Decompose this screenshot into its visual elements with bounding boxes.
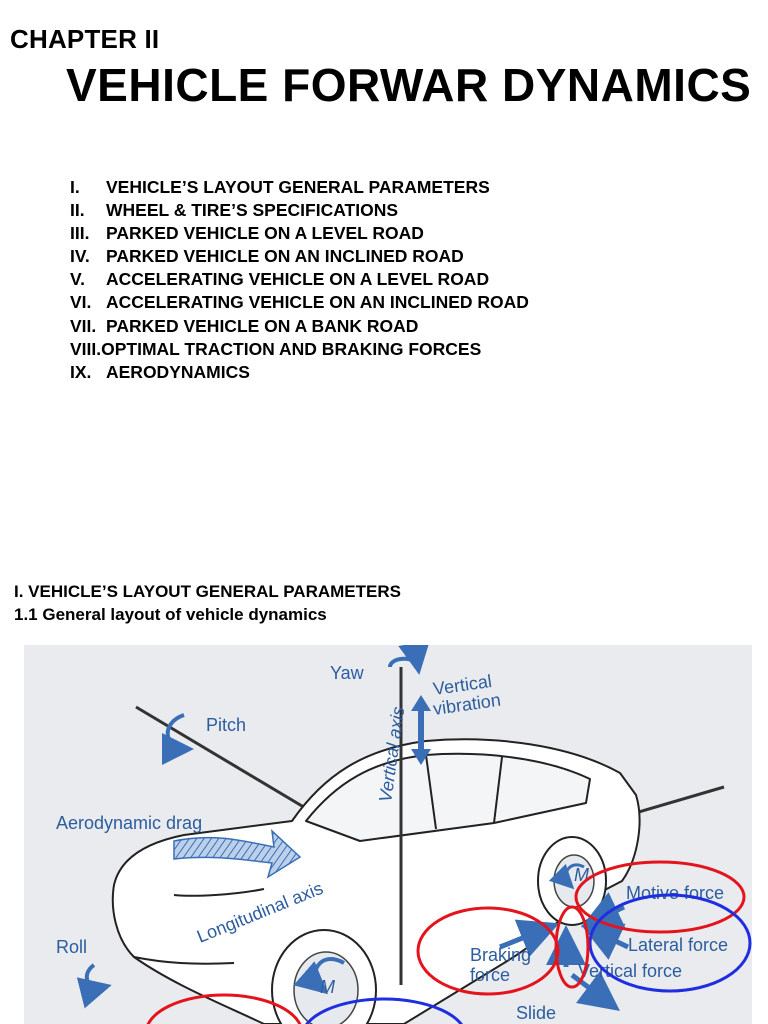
highlight-braking-force — [416, 906, 560, 996]
label-yaw: Yaw — [330, 663, 365, 683]
highlight-bottom-red — [146, 993, 302, 1024]
label-lateral-force: Lateral force — [628, 935, 728, 955]
toc-item: II.WHEEL & TIRE’S SPECIFICATIONS — [70, 200, 399, 221]
chapter-label: CHAPTER II — [10, 24, 160, 54]
section-heading: I. VEHICLE’S LAYOUT GENERAL PARAMETERS — [14, 582, 401, 601]
chapter-title: VEHICLE FORWAR DYNAMICS — [66, 59, 752, 111]
label-vertical-force: Vertical force — [578, 961, 682, 981]
label-moment-rear: M — [574, 865, 589, 885]
highlight-vertical-force — [554, 905, 590, 989]
subsection-heading: 1.1 General layout of vehicle dynamics — [14, 605, 327, 624]
car-outline — [111, 738, 641, 1024]
table-of-contents: I.VEHICLE’S LAYOUT GENERAL PARAMETERS II… — [70, 176, 529, 384]
label-pitch: Pitch — [206, 715, 246, 735]
toc-item: IV.PARKED VEHICLE ON AN INCLINED ROAD — [70, 246, 464, 267]
label-braking-force: force — [470, 965, 510, 985]
highlight-bottom-blue — [305, 997, 463, 1024]
label-roll: Roll — [56, 937, 87, 957]
toc-item: V.ACCELERATING VEHICLE ON A LEVEL ROAD — [70, 269, 490, 290]
pitch-arrow-icon — [161, 713, 194, 765]
lateral-force-arrow — [580, 923, 630, 960]
toc-item: IX.AERODYNAMICS — [70, 361, 250, 382]
braking-force-arrow — [499, 919, 560, 957]
label-slide: Slide — [516, 1003, 556, 1023]
label-braking: Braking — [470, 945, 531, 965]
vertical-vibration-arrow-icon — [411, 695, 431, 765]
rear-moment-arrow-icon — [548, 863, 585, 890]
label-moment-front: M — [320, 977, 335, 997]
toc-item: I.VEHICLE’S LAYOUT GENERAL PARAMETERS — [70, 177, 490, 197]
toc-item: VI.ACCELERATING VEHICLE ON AN INCLINED R… — [70, 292, 529, 313]
vehicle-dynamics-diagram: Yaw Vertical vibration Pitch Vertical ax… — [56, 645, 752, 1024]
yaw-arrow-icon — [388, 645, 430, 675]
vehicle-dynamics-figure: Yaw Vertical vibration Pitch Vertical ax… — [24, 645, 752, 1024]
highlight-motive-force — [574, 860, 746, 934]
toc-item: VIII.OPTIMAL TRACTION AND BRAKING FORCES — [70, 338, 482, 359]
slide-arrow — [570, 971, 620, 1011]
aero-drag-arrow-icon — [173, 829, 302, 879]
highlight-lateral-force — [588, 893, 752, 993]
toc-item: III.PARKED VEHICLE ON A LEVEL ROAD — [70, 223, 424, 244]
toc-item: VII.PARKED VEHICLE ON A BANK ROAD — [70, 315, 419, 336]
label-aero-drag: Aerodynamic drag — [56, 813, 202, 833]
front-moment-arrow-icon — [293, 957, 346, 995]
roll-arrow-icon — [76, 963, 112, 1009]
